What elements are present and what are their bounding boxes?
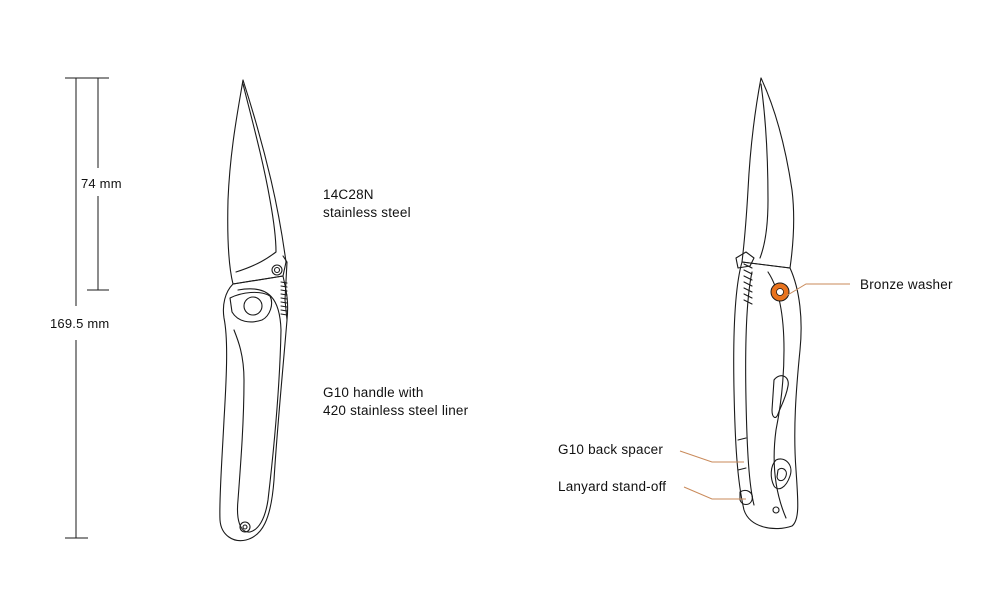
back-handle-outline [733, 261, 802, 530]
blade-material-label: 14C28N stainless steel [323, 186, 411, 222]
back-frame-edge [767, 271, 787, 519]
back-lanyard-loop [776, 467, 787, 482]
back-spring-tab [735, 251, 755, 269]
back-screw [772, 506, 780, 514]
front-blade-outline [227, 79, 287, 285]
back-clip-cutout-lower [770, 458, 792, 490]
front-handle-scale [233, 288, 282, 533]
callout-lanyard-standoff: Lanyard stand-off [558, 479, 667, 494]
back-blade-bevel [759, 83, 769, 259]
back-liner-edge [745, 271, 755, 506]
front-blade-spine [282, 255, 288, 321]
front-blade-bevel [235, 83, 277, 273]
front-thumb-cutout [229, 291, 273, 323]
front-thumb-hole [243, 296, 263, 316]
knife-front-view [219, 79, 289, 542]
leader-lanyard-standoff [683, 486, 746, 500]
front-pivot [271, 264, 283, 276]
front-handle-outline [219, 275, 289, 542]
handle-material-line-2: 420 stainless steel liner [323, 403, 469, 418]
handle-material-line-1: G10 handle with [323, 385, 424, 400]
knife-back-view [733, 77, 802, 530]
leader-back-spacer [679, 450, 744, 463]
front-screw [239, 521, 251, 533]
back-spacer-cut [737, 437, 747, 471]
bronze-washer-marker [770, 282, 790, 302]
front-pivot-inner [273, 266, 281, 274]
dim-overall-length-label: 169.5 mm [50, 316, 110, 331]
dimension-lines [65, 77, 109, 539]
blade-material-line-1: 14C28N [323, 187, 374, 202]
callout-back-spacer: G10 back spacer [558, 442, 664, 457]
back-standoff-shape [739, 489, 753, 506]
handle-material-label: G10 handle with 420 stainless steel line… [323, 384, 468, 420]
back-clip-cutout-upper [771, 375, 789, 419]
leader-lines [679, 283, 850, 500]
front-screw-inner [242, 524, 248, 530]
callout-bronze-washer: Bronze washer [860, 277, 953, 292]
dim-blade-length-label: 74 mm [81, 176, 122, 191]
bronze-washer-hole [776, 288, 784, 296]
blade-material-line-2: stainless steel [323, 205, 411, 220]
leader-bronze-washer [785, 283, 850, 297]
